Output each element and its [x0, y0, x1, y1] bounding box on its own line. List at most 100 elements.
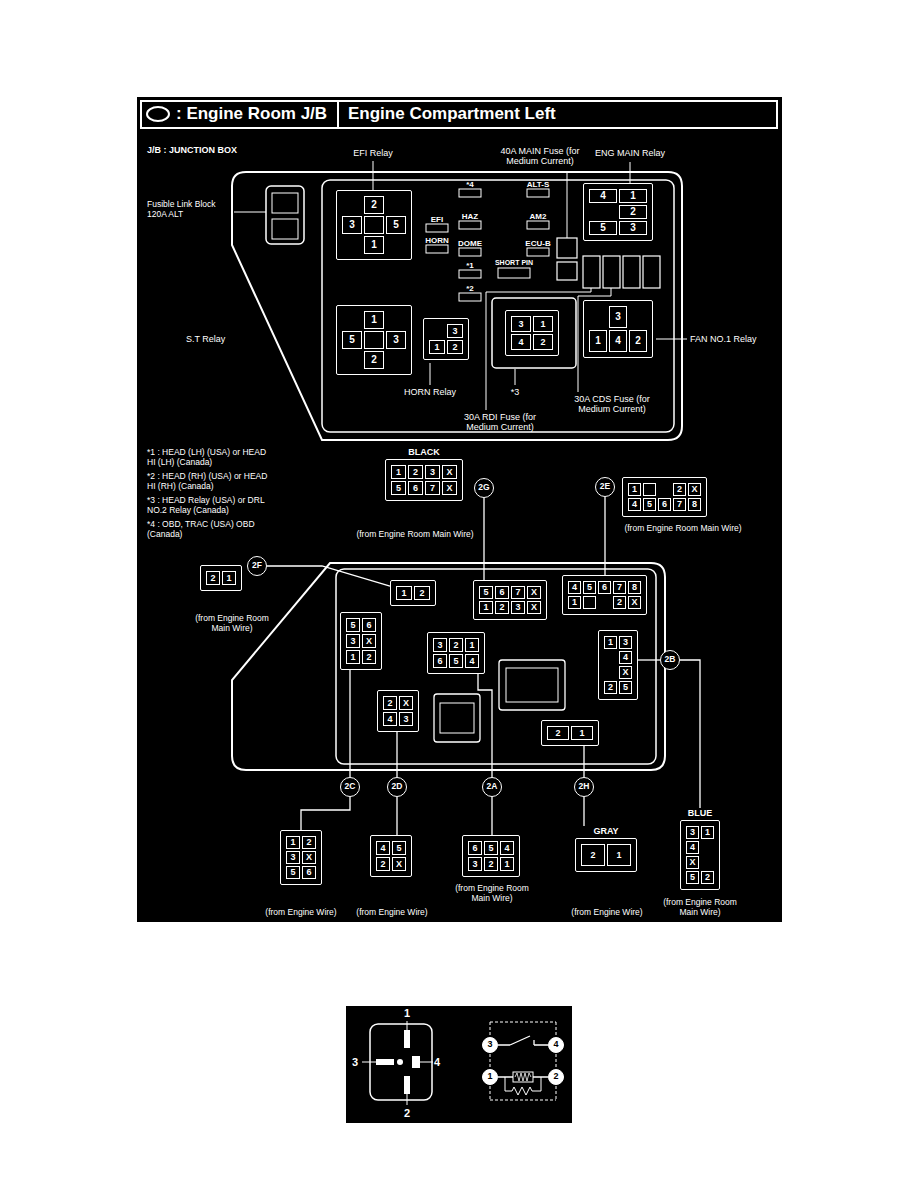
connector-socket	[506, 668, 558, 702]
terminal-circle: 1	[482, 1069, 498, 1085]
pin-number: 3	[447, 324, 463, 338]
relay: 3142	[583, 300, 653, 358]
connector-body: 1532	[336, 305, 412, 375]
connector-body: 2X43	[377, 690, 419, 732]
pin-number: 4	[500, 841, 514, 855]
connector-body: 123X567X	[385, 459, 463, 501]
relay: 312	[423, 318, 469, 360]
wire-connector: BLACK123X567X	[385, 447, 463, 501]
connector-socket	[440, 703, 474, 733]
label-text: 30A CDS Fuse (for Medium Current)	[562, 394, 662, 415]
pin-number: 5	[484, 841, 498, 855]
connector-line	[483, 498, 484, 580]
title-divider	[337, 101, 339, 128]
medium-fuse	[557, 262, 577, 280]
pin-number: 2	[364, 351, 384, 369]
pin-number: 3	[511, 601, 525, 614]
label-text: 1	[404, 1007, 410, 1020]
callout-circle: 2B	[660, 650, 680, 670]
relay-pin	[412, 1056, 420, 1068]
fusible-link-block	[266, 186, 304, 244]
pin-number: 3	[619, 221, 647, 235]
relay: 2351	[336, 190, 412, 260]
pin-number: X	[362, 634, 376, 648]
fuse	[527, 248, 549, 256]
pin-number: 2	[383, 696, 397, 710]
pin-number: 1	[571, 726, 593, 740]
pin-number: 1	[346, 650, 360, 664]
connector-body: 314X52	[680, 820, 720, 890]
pin-number: 5	[391, 481, 406, 495]
callout-number: 2F	[252, 561, 262, 570]
label-text: 2	[404, 1107, 410, 1120]
label-text: 30A RDI Fuse (for Medium Current)	[450, 412, 550, 433]
pin-number: 6	[433, 654, 447, 668]
connector-socket	[499, 660, 565, 710]
pin-number: 1	[533, 316, 553, 332]
pin-number: 1	[222, 571, 236, 585]
dashed-line	[490, 1086, 491, 1100]
callout-number: 2A	[487, 782, 498, 791]
callout-circle: 2C	[340, 777, 360, 797]
pin-number: 2	[376, 857, 390, 871]
pin-number: 1	[589, 330, 607, 352]
label-text: FAN NO.1 Relay	[690, 334, 757, 344]
label-text: *3	[511, 387, 520, 397]
pin-number: 6	[302, 866, 316, 879]
pin-number: 2	[206, 571, 220, 585]
fusible-link	[272, 219, 298, 239]
pin-number: 1	[604, 636, 617, 649]
pin-number: 2	[581, 844, 605, 866]
coil-winding	[515, 1073, 531, 1081]
leader-line	[656, 339, 687, 340]
pin-number: 1	[607, 844, 631, 866]
label-text: ALT-S	[527, 180, 550, 189]
coil-symbol	[513, 1072, 533, 1082]
fuse	[459, 270, 481, 278]
relay: 3142	[505, 310, 559, 356]
callout-number: 2H	[579, 782, 590, 791]
label-text: 40A MAIN Fuse (for Medium Current)	[490, 146, 590, 167]
connector-socket	[434, 694, 480, 742]
pin-number: 4	[511, 334, 531, 350]
pin-number: 8	[688, 498, 701, 511]
switch-contact	[533, 1040, 534, 1045]
pin-number: 6	[408, 481, 423, 495]
pin-number: 1	[701, 826, 714, 839]
pin-number: X	[527, 586, 541, 599]
leader-line	[407, 1021, 408, 1030]
relay-center	[397, 1059, 403, 1065]
label-text: 3	[352, 1056, 358, 1069]
pin-number: 2	[701, 871, 714, 884]
fuse	[527, 189, 549, 197]
pin-number: 7	[613, 581, 626, 594]
relay-body	[370, 1024, 432, 1100]
label-text: (from Engine Room Main Wire)	[654, 898, 746, 918]
label-text: HORN	[425, 236, 449, 245]
pin-number: 2	[547, 726, 569, 740]
switch-blade	[510, 1036, 530, 1045]
pin-number: 6	[495, 586, 509, 599]
junction-box-inner	[336, 569, 656, 764]
pin-number: X	[686, 856, 699, 869]
wire-connector: 452X	[370, 835, 412, 877]
callout-number: 2	[553, 1072, 558, 1082]
connector-body: 321654	[427, 632, 485, 674]
pin-number: 2	[604, 681, 617, 694]
callout-number: 2D	[392, 782, 403, 791]
pin-number: 1	[364, 236, 384, 254]
pin-number: 3	[399, 712, 413, 726]
pin-number: 3	[433, 638, 447, 652]
short-pin	[498, 268, 530, 278]
connector-body: 21	[575, 838, 637, 872]
relay-pin	[404, 1076, 410, 1094]
dashed-line	[490, 1022, 556, 1023]
pin-number: 2	[613, 596, 626, 609]
label-text: *2 : HEAD (RH) (USA) or HEAD HI (RH) (Ca…	[147, 472, 275, 492]
leader-line	[373, 161, 374, 190]
pin-number: 7	[673, 498, 686, 511]
panel-background	[137, 97, 782, 922]
pin-number: 5	[286, 866, 300, 879]
